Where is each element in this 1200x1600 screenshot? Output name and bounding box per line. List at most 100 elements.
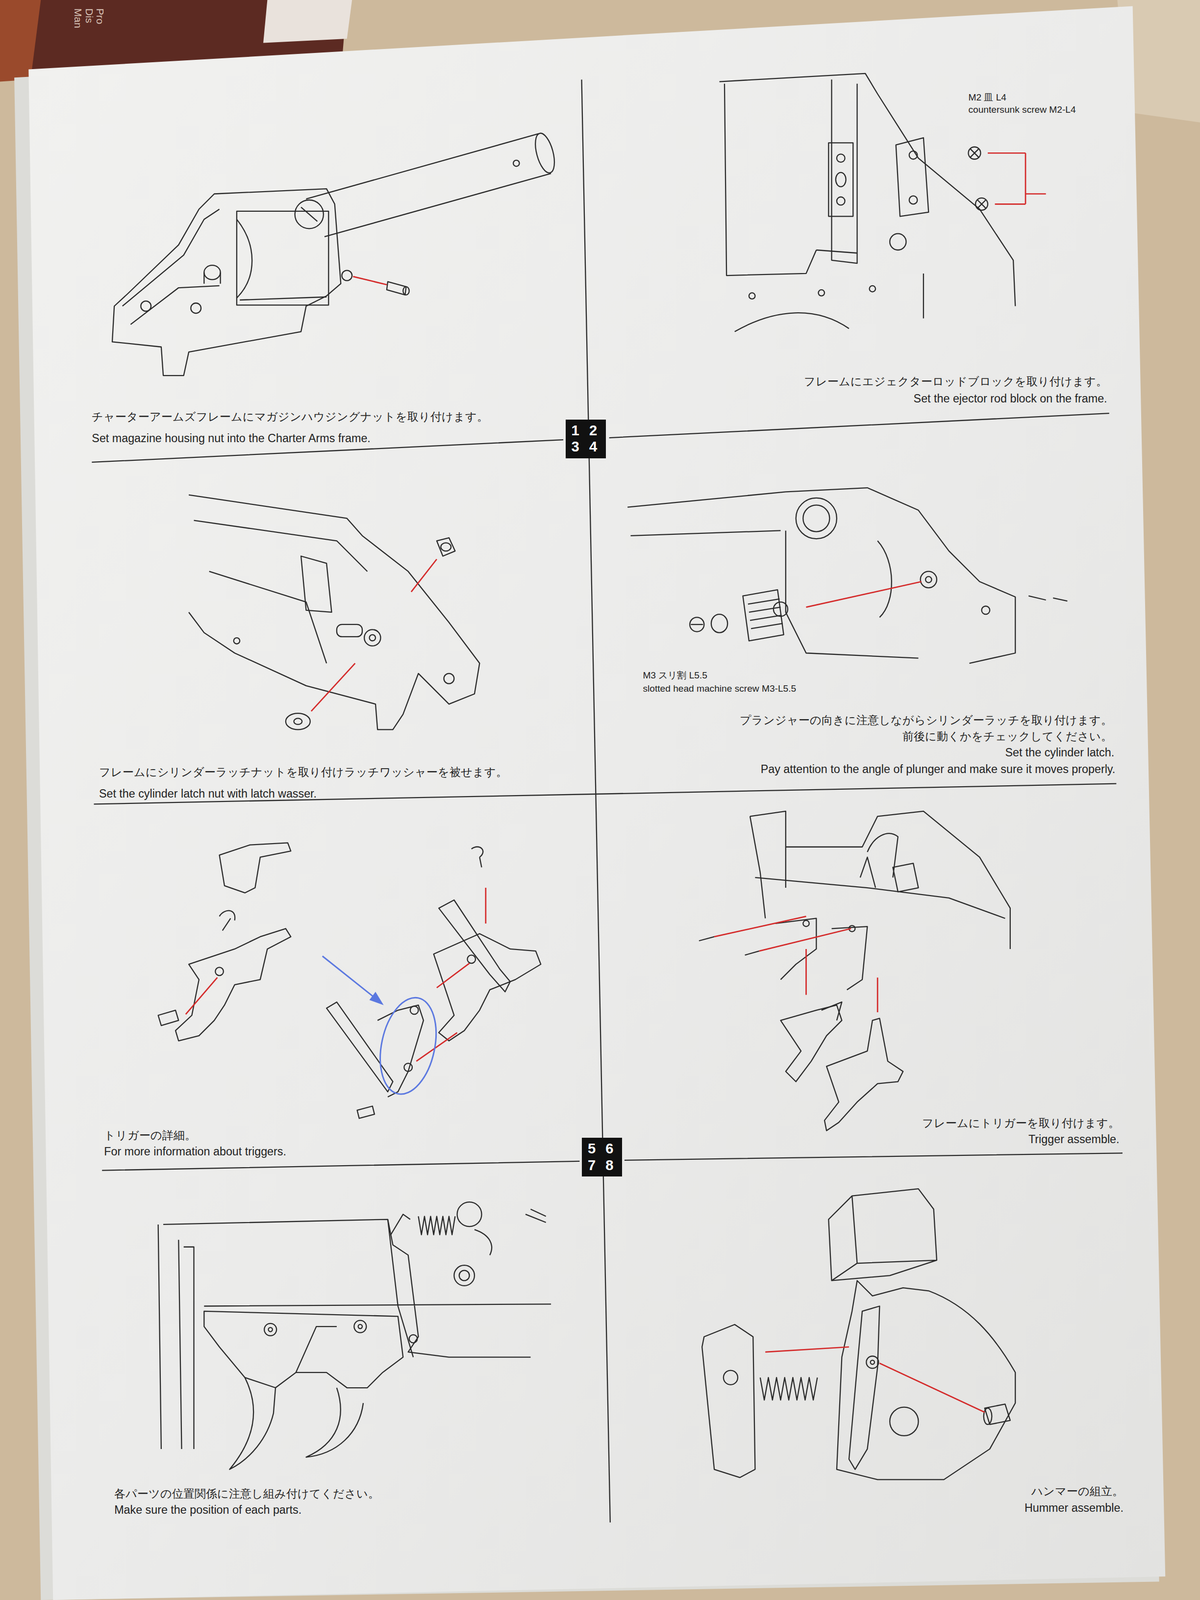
assembly-line — [352, 276, 387, 285]
trigger-assembly-drawing — [821, 1001, 843, 1021]
frame-drawing-3 — [364, 629, 381, 646]
hammer-drawing — [701, 1188, 1016, 1480]
page-number: 7 8 — [587, 1157, 617, 1175]
trigger-assembly-drawing — [892, 863, 919, 892]
frame-drawing-2 — [970, 149, 979, 158]
frame-drawing-3 — [440, 542, 451, 551]
part-spec: M2 皿 L4 — [968, 92, 1007, 104]
frame-drawing-4 — [773, 601, 788, 617]
trigger-detail-drawing — [403, 1063, 413, 1072]
frame-drawing-1 — [203, 265, 221, 280]
hammer-drawing — [984, 1403, 1011, 1425]
assembly-line — [185, 887, 486, 1062]
caption-ja: 前後に動くかをチェックしてください。 — [902, 729, 1113, 744]
frame-drawing-3 — [336, 624, 363, 637]
frame-drawing-3 — [188, 495, 480, 730]
caption-ja: フレームにトリガーを取り付けます。 — [922, 1116, 1120, 1131]
hammer-drawing — [866, 1355, 879, 1369]
assembly-line — [765, 1347, 985, 1413]
trigger-detail-drawing — [158, 1010, 179, 1026]
hammer-drawing — [836, 1280, 1016, 1480]
frame-detail-drawing — [264, 1323, 277, 1336]
background-text: Dis — [82, 8, 96, 24]
frame-detail-drawing — [358, 1324, 363, 1329]
panel-grid — [94, 783, 1117, 805]
paper-sheet — [28, 5, 1166, 1600]
trigger-detail-drawing — [219, 910, 236, 931]
highlight-mark — [322, 955, 378, 1000]
caption-ja: フレームにエジェクターロッドブロックを取り付けます。 — [803, 375, 1108, 389]
frame-detail-drawing — [305, 1387, 364, 1458]
frame-drawing-4 — [796, 498, 837, 539]
frame-detail-drawing — [474, 1229, 492, 1255]
frame-drawing-2 — [818, 289, 825, 296]
hammer-drawing — [760, 1377, 818, 1400]
panel-grid — [581, 79, 611, 1523]
frame-detail-drawing — [353, 1320, 367, 1333]
frame-drawing-4 — [627, 487, 1016, 664]
frame-detail-drawing — [525, 1209, 547, 1223]
frame-drawing-4 — [920, 571, 937, 588]
frame-drawing-2 — [749, 292, 755, 299]
frame-drawing-1 — [122, 209, 220, 325]
trigger-assembly-drawing — [750, 811, 1011, 950]
page-number: 3 4 — [571, 438, 601, 456]
caption-ja: プランジャーの向きに注意しながらシリンダーラッチを取り付けます。 — [739, 713, 1113, 728]
frame-detail-drawing — [229, 1377, 276, 1470]
frame-drawing-4 — [925, 576, 932, 583]
hammer-drawing — [983, 1408, 993, 1425]
frame-drawing-4 — [689, 617, 704, 632]
part-spec: M3 スリ割 L5.5 — [642, 670, 707, 682]
leader-line — [987, 152, 1047, 204]
hammer-drawing — [870, 1360, 875, 1365]
trigger-assembly-drawing — [831, 926, 868, 990]
frame-detail-drawing — [418, 1216, 455, 1235]
frame-drawing-4 — [1028, 596, 1068, 601]
caption-ja: トリガーの詳細。 — [103, 1128, 197, 1143]
trigger-detail-drawing — [433, 933, 542, 1042]
trigger-detail-drawing — [158, 842, 542, 1119]
frame-drawing-1 — [140, 300, 151, 312]
frame-drawing-2 — [889, 233, 906, 250]
frame-drawing-2 — [896, 137, 929, 217]
frame-drawing-2 — [968, 147, 981, 160]
frame-drawing-4 — [981, 605, 991, 615]
frame-drawing-1 — [236, 219, 327, 300]
frame-drawing-2 — [909, 196, 918, 205]
caption-en: Set the cylinder latch nut with latch wa… — [99, 787, 317, 801]
trigger-assembly-drawing — [780, 1004, 842, 1082]
frame-drawing-4 — [711, 614, 728, 633]
assembly-line — [185, 887, 486, 1062]
hammer-drawing — [828, 1188, 937, 1281]
caption-ja: フレームにシリンダーラッチナットを取り付けラッチワッシャーを被せます。 — [99, 765, 508, 780]
frame-drawing-2 — [835, 172, 847, 187]
trigger-assembly-drawing — [775, 918, 817, 980]
frame-detail-drawing — [158, 1201, 551, 1470]
leader-line — [987, 152, 1047, 204]
frame-drawing-2 — [977, 200, 986, 209]
frame-drawing-3 — [369, 634, 376, 641]
frame-drawing-1 — [236, 211, 329, 306]
frame-drawing-1 — [402, 286, 409, 296]
highlight-mark — [369, 991, 384, 1005]
frame-drawing-2 — [869, 285, 876, 292]
part-name: slotted head machine screw M3-L5.5 — [642, 683, 797, 695]
caption-en: Set magazine housing nut into the Charte… — [91, 431, 371, 446]
page-number-badge: 5 67 8 — [581, 1137, 623, 1177]
part-name: countersunk screw M2-L4 — [968, 104, 1076, 116]
trigger-assembly-drawing — [802, 920, 809, 927]
frame-drawing-2 — [828, 142, 853, 217]
hammer-drawing — [849, 1305, 880, 1470]
caption-en: Trigger assemble. — [1028, 1132, 1120, 1147]
frame-drawing-2 — [836, 153, 846, 163]
table-background — [263, 0, 352, 43]
frame-detail-drawing — [178, 1239, 194, 1450]
frame-drawing-1 — [112, 188, 341, 376]
caption-ja: ハンマーの組立。 — [1031, 1484, 1124, 1499]
assembly-line — [765, 1347, 985, 1413]
frame-detail-drawing — [387, 1214, 414, 1357]
trigger-detail-drawing — [467, 954, 476, 964]
frame-drawing-1 — [203, 272, 221, 284]
frame-detail-drawing — [296, 1326, 337, 1373]
